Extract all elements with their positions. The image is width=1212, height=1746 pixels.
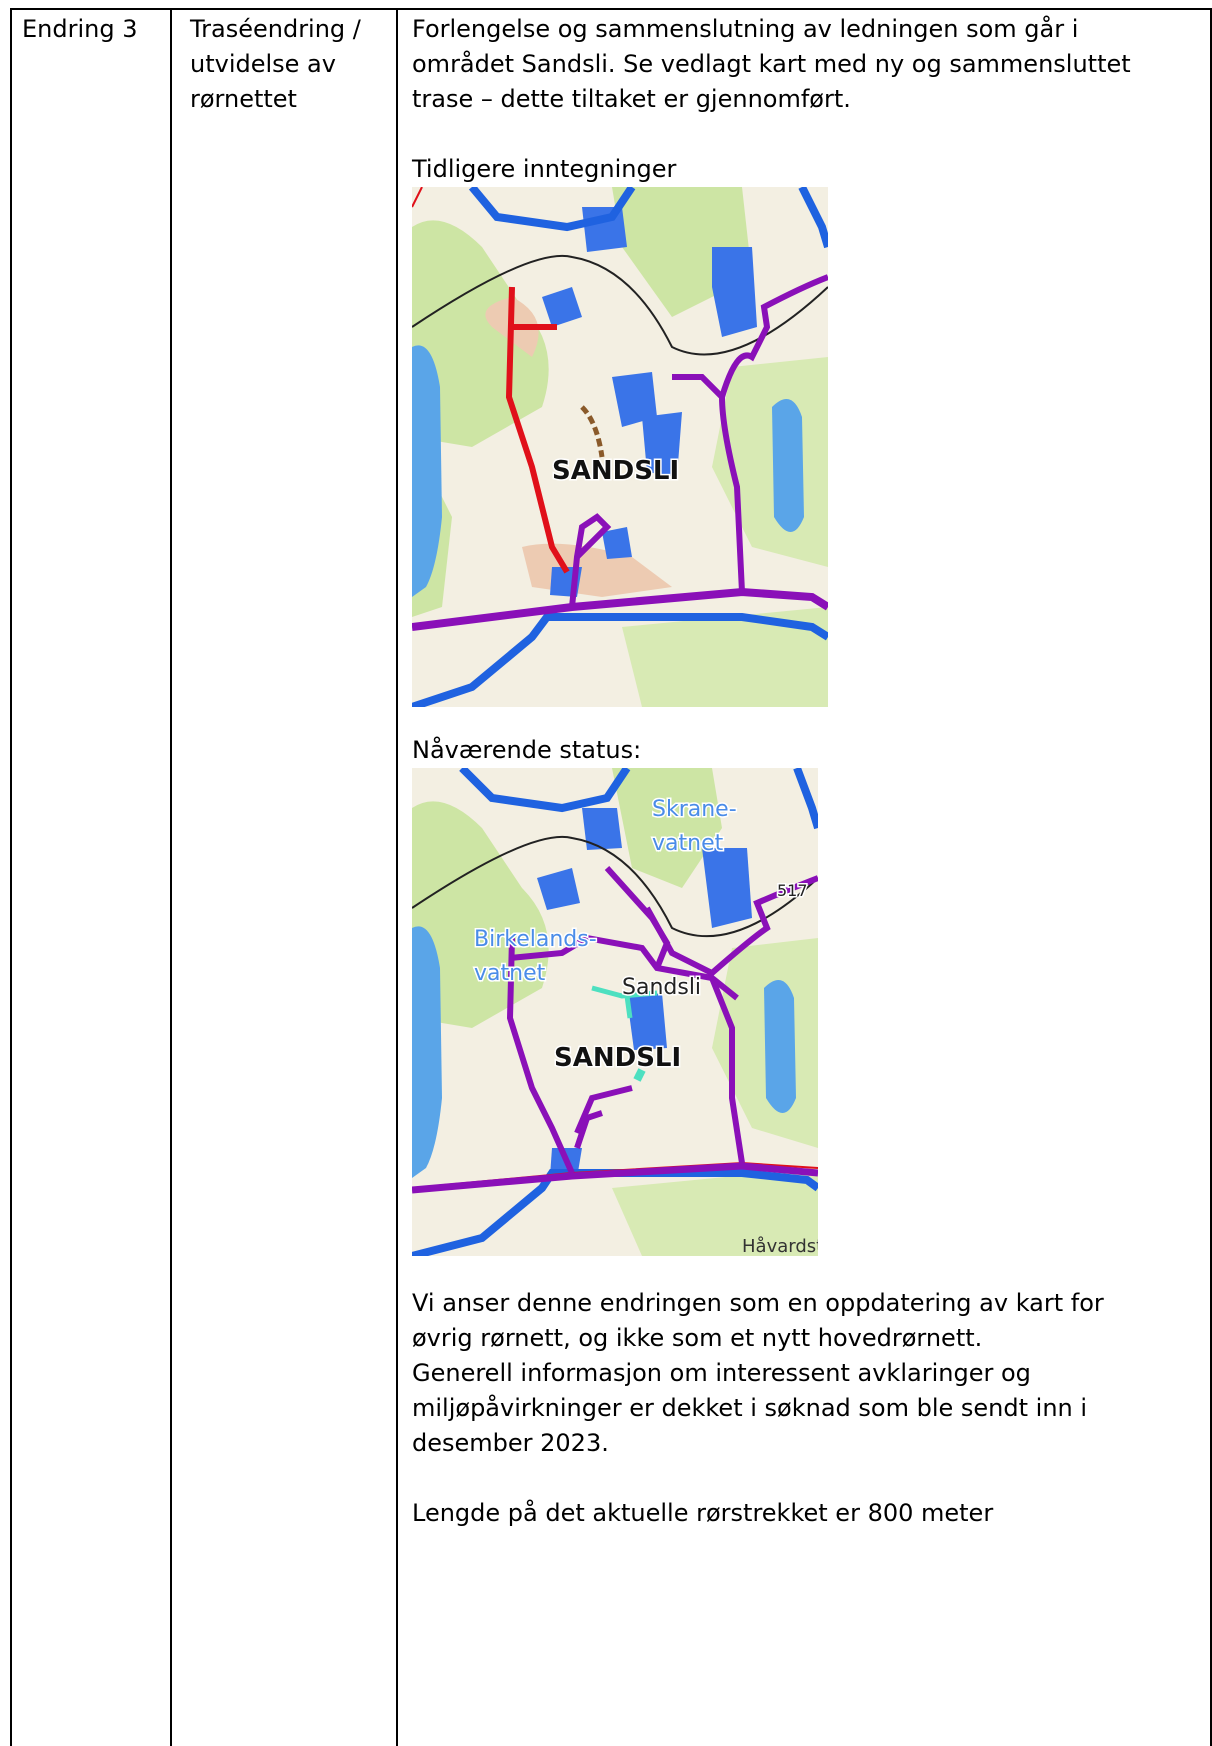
main-pipe xyxy=(412,1162,818,1194)
boundary-line xyxy=(793,768,818,830)
conclusion-line: Generell informasjon om interessent avkl… xyxy=(412,1359,1031,1387)
building xyxy=(642,412,682,477)
description-cell: Forlengelse og sammenslutning av ledning… xyxy=(412,12,1192,1531)
change-type-line: rørnettet xyxy=(190,85,297,113)
description-line: trase – dette tiltaket er gjennomført. xyxy=(412,85,851,113)
building xyxy=(582,207,627,252)
lake xyxy=(764,980,796,1113)
previous-new-pipe xyxy=(505,286,570,574)
building xyxy=(612,372,657,427)
area-label: Sandsli xyxy=(622,975,701,1000)
building xyxy=(627,993,667,1050)
railway xyxy=(412,254,828,356)
change-type-cell: Traséendring / utvidelse av rørnettet xyxy=(190,12,400,117)
column-divider-1 xyxy=(170,8,172,1746)
forest-area xyxy=(622,607,828,707)
lake xyxy=(772,399,804,532)
description-line: Forlengelse og sammenslutning av ledning… xyxy=(412,15,1079,43)
conclusion-line: Vi anser denne endringen som en oppdater… xyxy=(412,1289,1104,1317)
table-right-border xyxy=(1210,8,1212,1746)
highlight-pipe xyxy=(591,985,658,1019)
boundary-line xyxy=(412,613,828,707)
lake-label: Birkelands- xyxy=(474,927,597,952)
conclusion-line: miljøpåvirkninger er dekket i søknad som… xyxy=(412,1394,1088,1422)
bottom-place-label: Håvardstu xyxy=(742,1236,818,1256)
building xyxy=(537,868,580,910)
forest-area xyxy=(412,801,549,1028)
change-type-line: utvidelse av xyxy=(190,50,336,78)
change-id-cell: Endring 3 xyxy=(22,12,172,47)
path xyxy=(580,405,605,458)
conclusion-line: desember 2023. xyxy=(412,1429,609,1457)
current-map: Skrane- vatnet Birkelands- vatnet 517 Sa… xyxy=(412,768,818,1256)
main-pipe xyxy=(672,374,745,593)
lake-label: Skrane- xyxy=(652,797,737,822)
previous-map-caption: Tidligere inntegninger xyxy=(412,155,677,183)
lake-label: vatnet xyxy=(474,961,546,986)
pipe-length-line: Lengde på det aktuelle rørstrekket er 80… xyxy=(412,1499,994,1527)
building xyxy=(712,247,757,337)
current-map-caption: Nåværende status: xyxy=(412,736,642,764)
lake-label: vatnet xyxy=(652,831,724,856)
forest-area xyxy=(612,1168,818,1256)
highlight-pipe xyxy=(633,1068,646,1082)
forest-area xyxy=(412,220,549,447)
road-number-label: 517 xyxy=(777,881,808,900)
previous-map: SANDSLI xyxy=(412,187,828,707)
railway xyxy=(412,835,818,938)
main-pipe xyxy=(709,976,745,1164)
change-type-line: Traséendring / xyxy=(190,15,361,43)
change-id: Endring 3 xyxy=(22,15,138,43)
boundary-line xyxy=(412,1169,818,1256)
lake xyxy=(412,345,442,597)
description-line: området Sandsli. Se vedlagt kart med ny … xyxy=(412,50,1131,78)
boundary-line xyxy=(468,187,636,232)
building xyxy=(602,527,632,559)
conclusion-line: øvrig rørnett, og ikke som et nytt hoved… xyxy=(412,1324,983,1352)
main-pipe xyxy=(644,875,818,977)
column-divider-2 xyxy=(396,8,398,1746)
boundary-line xyxy=(798,187,828,249)
building xyxy=(702,848,752,928)
main-pipe xyxy=(574,1110,603,1149)
lake xyxy=(412,926,442,1178)
main-pipe xyxy=(719,274,828,398)
forest-area xyxy=(612,768,722,888)
road xyxy=(412,187,423,208)
building xyxy=(582,808,622,850)
boundary-line xyxy=(459,768,631,813)
main-pipe xyxy=(574,1085,633,1135)
main-pipe xyxy=(569,513,612,608)
map-place-label: SANDSLI xyxy=(554,1043,681,1073)
building xyxy=(542,287,582,327)
main-pipe xyxy=(506,937,575,1175)
map-place-label: SANDSLI xyxy=(552,456,679,486)
change-table xyxy=(10,8,1210,1746)
